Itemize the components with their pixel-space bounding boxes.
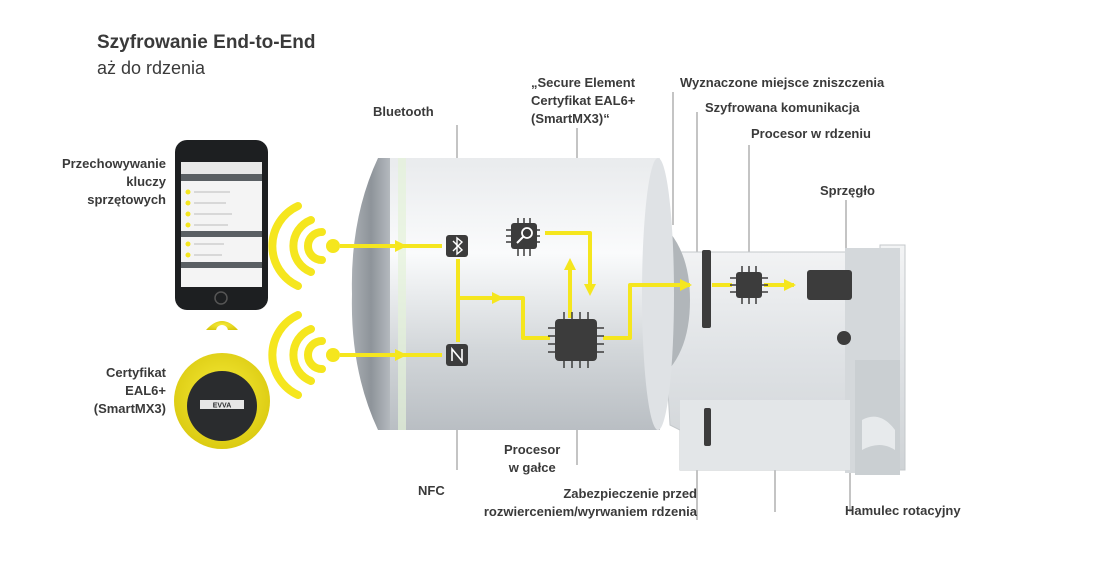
nfc-label: NFC bbox=[418, 483, 445, 498]
clutch-block bbox=[807, 270, 852, 300]
bluetooth-icon bbox=[452, 236, 464, 256]
drilling-protection-bar bbox=[704, 408, 711, 446]
knob-cylinder bbox=[351, 158, 674, 430]
bluetooth-wave-2 bbox=[289, 216, 315, 276]
nfc-chip bbox=[446, 344, 468, 366]
key-fob: EVVA bbox=[174, 321, 270, 449]
nfc-wave-3 bbox=[268, 311, 302, 399]
signal-path bbox=[340, 231, 794, 357]
rotation-brake-dot bbox=[837, 331, 851, 345]
bluetooth-label: Bluetooth bbox=[373, 104, 434, 119]
nfc-icon bbox=[451, 346, 463, 364]
secure-element-label: „Secure Element Certyfikat EAL6+ (SmartM… bbox=[531, 75, 636, 126]
clutch-label: Sprzęgło bbox=[820, 183, 875, 198]
nfc-wave-1 bbox=[304, 337, 326, 373]
lock-body bbox=[639, 215, 906, 475]
core-processor-chip bbox=[730, 266, 768, 304]
certificate-label: Certyfikat EAL6+ (SmartMX3) bbox=[93, 365, 166, 416]
knob-processor-chip bbox=[548, 312, 604, 368]
bluetooth-wave-3 bbox=[268, 202, 302, 290]
diagram-subtitle: aż do rdzenia bbox=[97, 58, 206, 78]
encrypted-communication-label: Szyfrowana komunikacja bbox=[705, 100, 860, 115]
secure-element-chip bbox=[506, 218, 540, 256]
key-search-icon bbox=[521, 227, 533, 239]
fob-brand-text: EVVA bbox=[213, 403, 232, 410]
knob-processor-label: Procesor w gałce bbox=[504, 442, 561, 475]
hardware-key-storage-label: Przechowywanie kluczy sprzętowych bbox=[61, 156, 166, 207]
bluetooth-source-dot bbox=[326, 239, 340, 253]
nfc-source-dot bbox=[326, 348, 340, 362]
to-core-line bbox=[603, 283, 690, 340]
drilling-protection-label: Zabezpieczenie przed rozwierceniem/wyrwa… bbox=[483, 486, 697, 519]
nfc-wave-2 bbox=[289, 325, 315, 385]
signal-waves bbox=[268, 202, 326, 399]
bluetooth-chip bbox=[446, 235, 468, 257]
destruction-point-label: Wyznaczone miejsce zniszczenia bbox=[680, 75, 885, 90]
secure-element-out-line bbox=[545, 231, 592, 290]
core-processor-label: Procesor w rdzeniu bbox=[751, 126, 871, 141]
diagram-title: Szyfrowanie End-to-End bbox=[97, 32, 316, 53]
smartphone bbox=[175, 140, 268, 310]
to-knob-processor-line bbox=[500, 296, 550, 340]
destruction-bar bbox=[702, 250, 711, 328]
bluetooth-wave-1 bbox=[304, 228, 326, 264]
rotation-brake-label: Hamulec rotacyjny bbox=[845, 503, 961, 518]
signal-arrows bbox=[395, 240, 796, 361]
